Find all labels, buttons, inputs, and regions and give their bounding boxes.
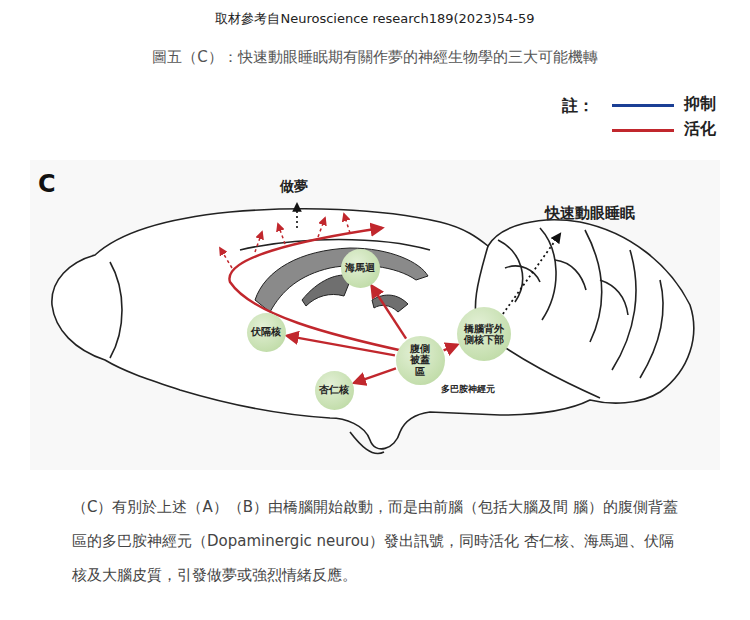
nucleus-circle: 海馬迴 bbox=[341, 249, 380, 288]
activation-arrow bbox=[372, 286, 406, 339]
nucleus-name: 腹側 被蓋區 bbox=[408, 343, 432, 378]
activation-arrow bbox=[444, 345, 458, 350]
source-note: 取材參考自Neuroscience research189(2023)54-59 bbox=[0, 10, 750, 28]
output-label: 做夢 bbox=[280, 178, 308, 196]
legend-text: 活化 bbox=[684, 119, 716, 140]
brain-outline bbox=[52, 209, 694, 454]
nucleus-heading: 多巴胺神經元 bbox=[441, 383, 495, 396]
figure-title: 圖五（C）：快速動眼睡眠期有關作夢的神經生物學的三大可能機轉 bbox=[0, 48, 750, 67]
cortex-activation bbox=[220, 214, 408, 352]
legend-swatch bbox=[612, 129, 674, 132]
figure-caption: （C）有別於上述（A）（B）由橋腦開始啟動，而是由前腦（包括大腦及間 腦）的腹側… bbox=[72, 490, 682, 592]
ventricle bbox=[255, 248, 428, 312]
activation-arrow bbox=[287, 336, 395, 356]
nucleus-circle: 橋腦背外 側核下部 bbox=[457, 307, 511, 361]
output-label: 快速動眼睡眠 bbox=[545, 204, 635, 223]
nucleus-circle: 腹側 被蓋區多巴胺神經元 bbox=[396, 336, 445, 385]
panel-letter: C bbox=[38, 170, 56, 198]
rem-arrow bbox=[500, 234, 560, 318]
activation-arrow bbox=[354, 368, 396, 383]
legend-text: 抑制 bbox=[684, 94, 716, 115]
nucleus-circle: 伏隔核 bbox=[247, 313, 286, 352]
nucleus-name: 海馬迴 bbox=[345, 262, 375, 274]
nucleus-name: 橋腦背外 側核下部 bbox=[463, 323, 505, 346]
dream-arrow bbox=[296, 204, 298, 228]
nucleus-name: 伏隔核 bbox=[251, 326, 281, 338]
nucleus-circle: 杏仁核 bbox=[315, 371, 354, 410]
legend-swatch bbox=[612, 104, 674, 107]
nucleus-name: 杏仁核 bbox=[319, 384, 349, 396]
legend-note: 註： bbox=[562, 96, 594, 117]
figure-ground bbox=[30, 160, 720, 470]
